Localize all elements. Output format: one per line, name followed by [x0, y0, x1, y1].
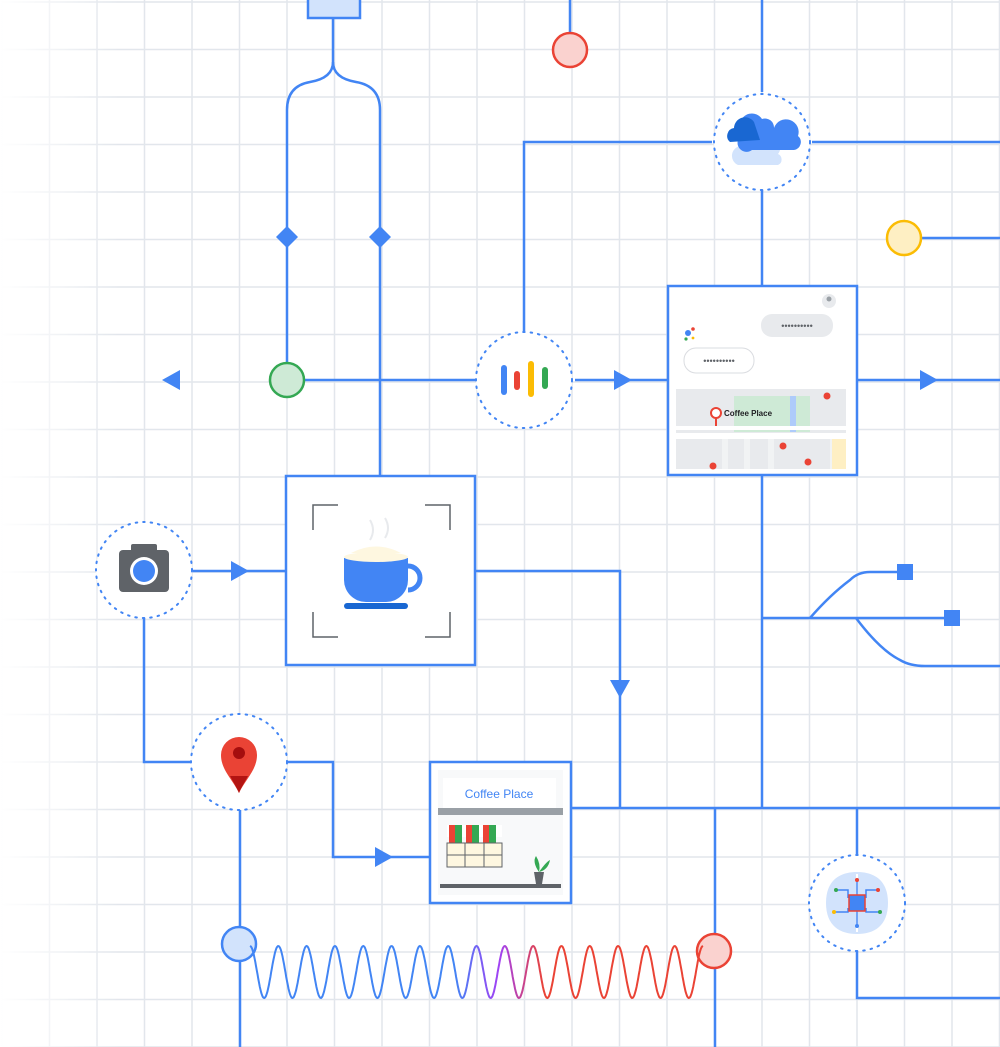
camera-icon: [119, 544, 169, 592]
connector-lines: [60, 0, 1000, 1047]
user-message-bubble: [761, 314, 833, 337]
assistant-voice-icon: [501, 361, 548, 397]
user-message-text: ••••••••••: [781, 321, 813, 331]
red-circle-bottom: [695, 932, 733, 970]
fork-right-branch: [331, 61, 382, 476]
coffee-lens-box[interactable]: [284, 474, 477, 667]
node-weather[interactable]: [713, 93, 811, 191]
node-maps-pin[interactable]: [190, 713, 288, 811]
square-terminal-icon: [944, 610, 960, 626]
node-ai-chip[interactable]: [808, 854, 906, 952]
diamond-icon: [276, 226, 298, 248]
node-camera[interactable]: [95, 521, 193, 619]
assistant-message-bubble: [683, 347, 755, 374]
coffee-cup-icon: [344, 517, 423, 609]
green-circle: [268, 361, 306, 399]
top-box: [306, 0, 362, 20]
arrow-right-icon: [614, 370, 632, 390]
assistant-card[interactable]: •••••••••• ••••••••••: [666, 284, 859, 477]
arrow-right-icon: [375, 847, 393, 867]
branch-low: [855, 617, 1000, 668]
storefront-card[interactable]: Coffee Place: [428, 760, 573, 905]
camera-down-line: [142, 618, 192, 764]
red-circle-top: [551, 31, 589, 69]
diamond-icon: [369, 226, 391, 248]
arrow-right-icon: [920, 370, 938, 390]
assistant-message-text: ••••••••••: [703, 356, 735, 366]
fork-stem: [285, 18, 335, 380]
arrow-heads: [162, 226, 960, 867]
arrow-down-icon: [610, 680, 630, 698]
place-label: Coffee Place: [724, 409, 773, 418]
viewfinder-corners: [312, 504, 451, 638]
place-pin-icon: [710, 407, 722, 426]
yellow-circle: [885, 219, 923, 257]
branch-top: [809, 570, 905, 619]
storefront-icon: [440, 825, 561, 888]
lens-to-store-line: [475, 569, 622, 808]
chip-down-line: [855, 950, 1000, 1000]
mini-map: [676, 389, 846, 470]
map-pin-icon: [221, 737, 257, 793]
cloud-icon: [727, 113, 801, 165]
assistant-logo-icon: [684, 327, 695, 341]
connector-circles: [220, 31, 923, 970]
arrow-left-icon: [162, 370, 180, 390]
node-assistant-voice[interactable]: [475, 331, 573, 429]
signal-wave: [249, 944, 704, 1000]
store-sign-text: Coffee Place: [465, 787, 534, 801]
square-terminal-icon: [897, 564, 913, 580]
voice-up-line: [522, 140, 712, 331]
brain-chip-icon: [826, 872, 888, 934]
arrow-right-icon: [231, 561, 249, 581]
blue-circle: [220, 925, 258, 963]
